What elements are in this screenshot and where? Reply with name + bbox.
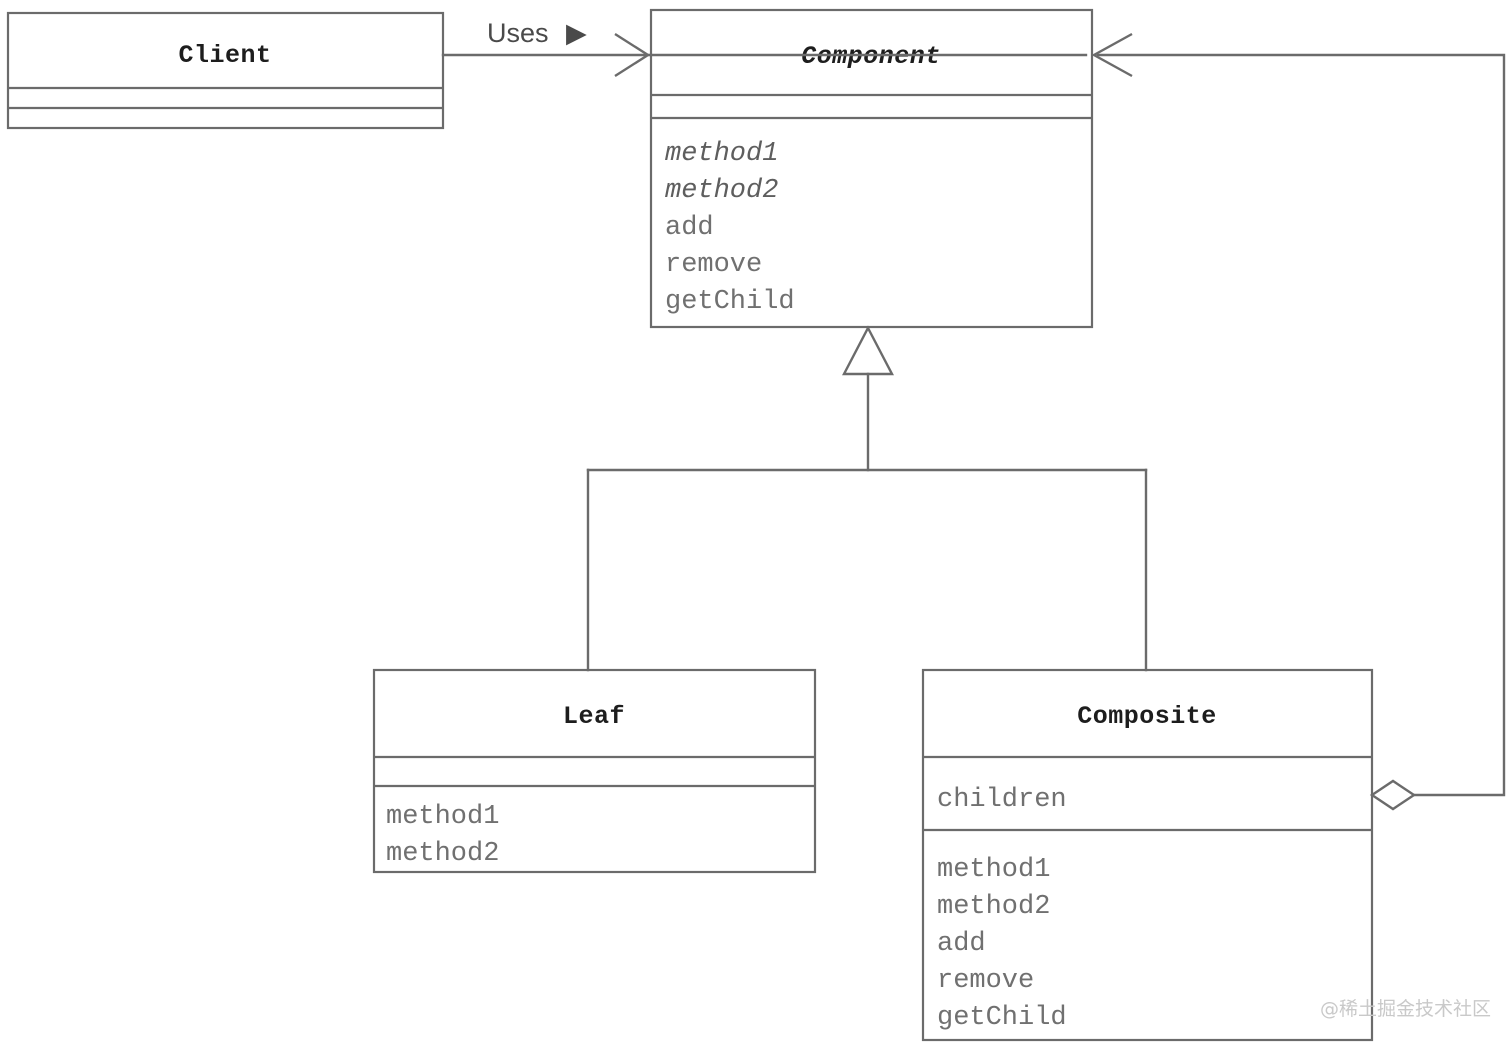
class-box-component[interactable]: Component method1 method2 add remove get… <box>649 8 1094 329</box>
composite-method-3: remove <box>937 966 1034 996</box>
aggregation-arrowhead-icon <box>1091 32 1133 78</box>
composite-box-outline <box>921 668 1374 1042</box>
aggregation-diamond-icon <box>1369 779 1417 811</box>
leaf-box-outline <box>372 668 817 874</box>
uses-arrowhead-icon <box>614 32 651 78</box>
component-class-name: Component <box>801 42 941 71</box>
leaf-class-name: Leaf <box>563 702 625 731</box>
component-method-1: method2 <box>665 176 778 206</box>
component-box-outline <box>649 8 1094 329</box>
component-method-3: remove <box>665 250 762 280</box>
relation-uses[interactable]: Uses ▶ <box>441 18 1088 78</box>
generalization-triangle-icon <box>842 325 894 376</box>
class-box-leaf[interactable]: Leaf method1 method2 <box>372 668 817 874</box>
watermark-text: @稀土掘金技术社区 <box>1320 998 1491 1020</box>
leaf-method-1: method2 <box>386 839 499 869</box>
composite-method-4: getChild <box>937 1003 1067 1033</box>
component-method-2: add <box>665 213 714 243</box>
client-box-outline <box>6 11 445 130</box>
composite-class-name: Composite <box>1077 702 1217 731</box>
client-class-name: Client <box>178 41 271 70</box>
composite-method-0: method1 <box>937 855 1050 885</box>
composite-method-1: method2 <box>937 892 1050 922</box>
relation-generalization[interactable] <box>586 325 1148 672</box>
component-method-0: method1 <box>665 139 778 169</box>
class-box-composite[interactable]: Composite children method1 method2 add r… <box>921 668 1374 1042</box>
leaf-method-0: method1 <box>386 802 499 832</box>
composite-method-2: add <box>937 929 986 959</box>
class-box-client[interactable]: Client <box>6 11 445 130</box>
uses-label: Uses <box>487 18 549 48</box>
uses-direction-triangle-icon: ▶ <box>566 18 587 48</box>
composite-attribute-0: children <box>937 785 1067 815</box>
aggregation-line <box>1096 53 1506 797</box>
relation-aggregation[interactable] <box>1091 32 1506 811</box>
component-method-4: getChild <box>665 287 795 317</box>
